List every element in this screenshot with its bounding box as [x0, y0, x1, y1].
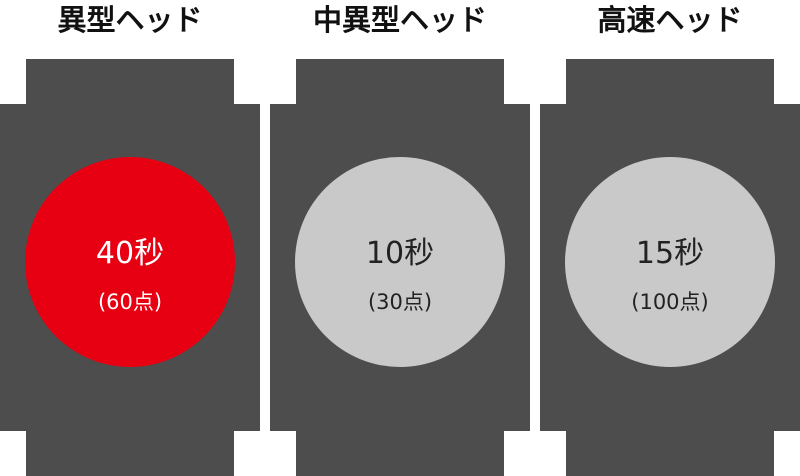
- panel-title: 高速ヘッド: [597, 3, 743, 37]
- panel-odd-shape-head: 異型ヘッド 40秒 (60点): [0, 0, 260, 476]
- points-label: (100点): [631, 290, 709, 314]
- cycle-time-circle: 10秒 (30点): [295, 157, 505, 367]
- points-label: (60点): [97, 290, 163, 314]
- panel-title: 中異型ヘッド: [312, 3, 487, 37]
- cycle-time-label: 40秒: [95, 236, 165, 271]
- cycle-time-circle: 15秒 (100点): [565, 157, 775, 367]
- cycle-time-circle: 40秒 (60点): [25, 157, 235, 367]
- panel-high-speed-head: 高速ヘッド 15秒 (100点): [540, 0, 800, 476]
- points-label: (30点): [367, 290, 433, 314]
- cycle-time-label: 10秒: [365, 236, 435, 271]
- panel-medium-odd-shape-head: 中異型ヘッド 10秒 (30点): [270, 0, 530, 476]
- cycle-time-label: 15秒: [635, 236, 705, 271]
- panel-title: 異型ヘッド: [57, 3, 203, 37]
